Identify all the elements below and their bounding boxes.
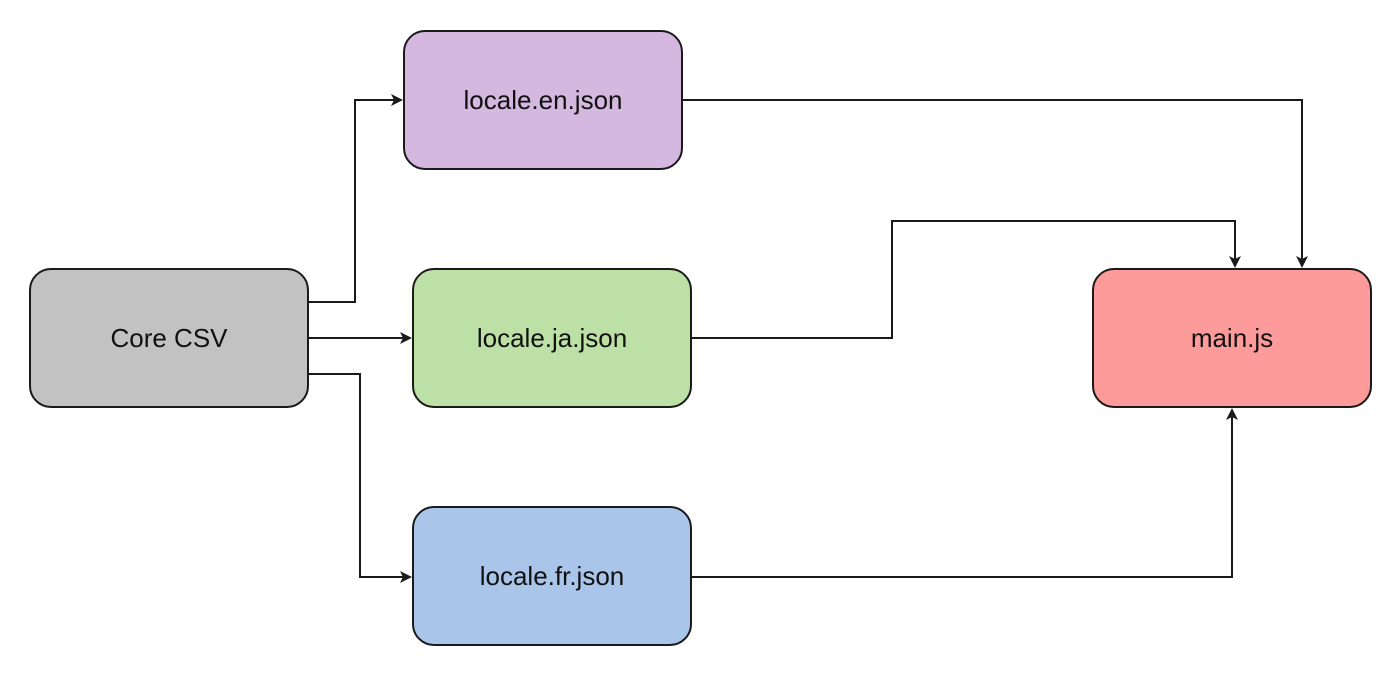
edge-en-to-main [683, 99, 1308, 268]
edge-ja-to-main [692, 220, 1241, 339]
edge-core-to-en [309, 94, 403, 303]
node-locale-fr-json: locale.fr.json [412, 506, 692, 646]
edge-fr-to-main [692, 408, 1238, 578]
node-label: locale.en.json [463, 84, 623, 115]
node-label: main.js [1190, 322, 1274, 353]
node-label: locale.fr.json [479, 560, 625, 591]
node-core-csv: Core CSV [29, 268, 309, 408]
node-label: locale.ja.json [476, 322, 628, 353]
edge-core-to-fr [309, 373, 412, 583]
node-locale-ja-json: locale.ja.json [412, 268, 692, 408]
node-locale-en-json: locale.en.json [403, 30, 683, 170]
node-label: Core CSV [110, 322, 228, 353]
node-main-js: main.js [1092, 268, 1372, 408]
